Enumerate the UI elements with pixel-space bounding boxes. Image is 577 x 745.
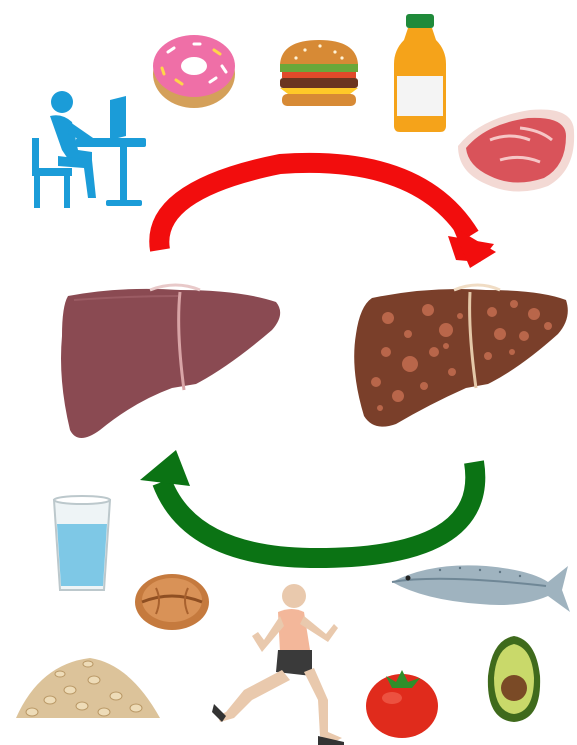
juice-bottle-icon xyxy=(394,14,446,132)
tomato-icon xyxy=(366,670,438,738)
burger-icon xyxy=(280,40,358,106)
healthy-liver-icon xyxy=(61,285,280,438)
oats-icon xyxy=(16,658,160,718)
donut-icon xyxy=(153,35,235,108)
avocado-icon xyxy=(488,636,540,722)
walnut-icon xyxy=(135,574,209,630)
runner-icon xyxy=(212,584,344,745)
steak-icon xyxy=(458,109,574,191)
fatty-liver-icon xyxy=(354,285,568,427)
salmon-icon xyxy=(392,565,570,612)
water-glass-icon xyxy=(54,496,110,590)
office-worker-icon xyxy=(32,91,146,208)
red-arrow-icon xyxy=(159,163,496,268)
green-arrow-icon xyxy=(140,450,475,558)
